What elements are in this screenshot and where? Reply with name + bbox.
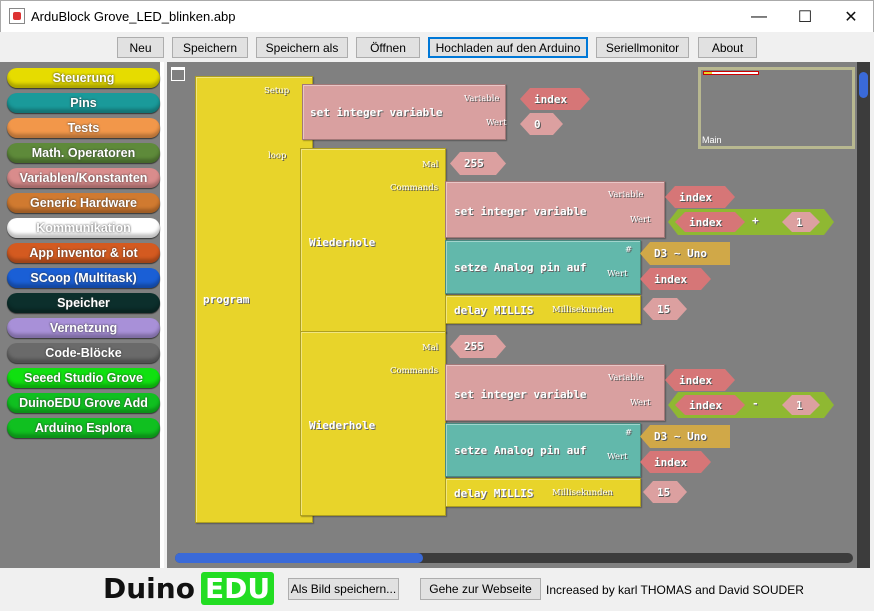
save-button[interactable]: Speichern — [172, 37, 248, 58]
new-button[interactable]: Neu — [117, 37, 164, 58]
variable-label: Variable — [608, 190, 644, 200]
pin-label: # — [625, 428, 633, 438]
number-pill[interactable]: 1 — [782, 395, 820, 415]
category-pins[interactable]: Pins — [7, 93, 160, 113]
variable-label: Variable — [464, 94, 500, 104]
setup-label: Setup — [264, 86, 290, 96]
footer: Duino EDU Als Bild speichern... Gehe zur… — [0, 568, 874, 611]
mal-label: Mal — [422, 160, 439, 170]
logo-text-duino: Duino — [103, 572, 195, 605]
operator-symbol: + — [752, 214, 759, 227]
category-variablen-konstanten[interactable]: Variablen/Konstanten — [7, 168, 160, 188]
credits-text: Increased by karl THOMAS and David SOUDE… — [546, 583, 804, 597]
pin-dropdown[interactable]: D3 ~ Uno — [640, 242, 730, 265]
block-label: delay MILLIS — [454, 487, 534, 500]
window-title: ArduBlock Grove_LED_blinken.abp — [31, 9, 236, 24]
variable-index-pill[interactable]: index — [665, 369, 735, 391]
maximize-button[interactable]: ☐ — [797, 8, 813, 26]
repeat-count-pill[interactable]: 255 — [450, 335, 506, 358]
serial-monitor-button[interactable]: Seriellmonitor — [596, 37, 689, 58]
workspace-canvas[interactable]: program Setup loop set integer variable … — [167, 62, 870, 568]
mal-label: Mal — [422, 343, 439, 353]
variable-index-pill[interactable]: index — [520, 88, 590, 110]
category-speicher[interactable]: Speicher — [7, 293, 160, 313]
save-as-button[interactable]: Speichern als — [256, 37, 348, 58]
upload-button[interactable]: Hochladen auf den Arduino — [428, 37, 588, 58]
wert-label: Wert — [607, 269, 628, 279]
horizontal-scrollbar[interactable] — [175, 553, 853, 563]
category-math-operatoren[interactable]: Math. Operatoren — [7, 143, 160, 163]
wert-label: Wert — [630, 215, 651, 225]
set-analog-pin-block[interactable] — [445, 423, 641, 477]
wert-label: Wert — [630, 398, 651, 408]
variable-index-pill[interactable]: index — [640, 451, 711, 473]
set-analog-pin-block[interactable] — [445, 240, 641, 294]
delay-millis-block[interactable] — [445, 295, 641, 324]
category-duinoedu-grove-add[interactable]: DuinoEDU Grove Add — [7, 393, 160, 413]
milliseconds-label: Millisekunden — [552, 488, 614, 498]
block-label: setze Analog pin auf — [454, 444, 587, 457]
wert-label: Wert — [486, 118, 507, 128]
number-pill[interactable]: 15 — [643, 481, 687, 503]
pin-dropdown[interactable]: D3 ~ Uno — [640, 425, 730, 448]
loop-label: loop — [268, 151, 287, 161]
repeat-label: Wiederhole — [309, 236, 376, 249]
number-pill[interactable]: 15 — [643, 298, 687, 320]
minimap-label: Main — [702, 135, 722, 145]
set-integer-variable-block[interactable] — [445, 181, 665, 238]
category-tests[interactable]: Tests — [7, 118, 160, 138]
about-button[interactable]: About — [698, 37, 757, 58]
repeat-count-pill[interactable]: 255 — [450, 152, 506, 175]
category-code-bl-cke[interactable]: Code-Blöcke — [7, 343, 160, 363]
open-button[interactable]: Öffnen — [356, 37, 420, 58]
variable-index-pill[interactable]: index — [665, 186, 735, 208]
minimize-button[interactable]: — — [751, 7, 767, 25]
category-generic-hardware[interactable]: Generic Hardware — [7, 193, 160, 213]
variable-index-pill[interactable]: index — [675, 395, 745, 415]
minimap-viewport — [703, 71, 759, 75]
pin-label: # — [625, 245, 633, 255]
go-to-website-button[interactable]: Gehe zur Webseite — [420, 578, 541, 600]
java-app-icon — [9, 8, 25, 24]
duinoedu-logo: Duino EDU — [103, 572, 275, 605]
category-seeed-studio-grove[interactable]: Seeed Studio Grove — [7, 368, 160, 388]
set-integer-variable-block[interactable] — [302, 84, 506, 140]
number-pill[interactable]: 1 — [782, 212, 820, 232]
commands-label: Commands — [390, 366, 439, 376]
program-label: program — [203, 293, 250, 306]
block-label: set integer variable — [310, 106, 443, 119]
block-label: setze Analog pin auf — [454, 261, 587, 274]
variable-index-pill[interactable]: index — [640, 268, 711, 290]
number-0-pill[interactable]: 0 — [520, 113, 563, 135]
wert-label: Wert — [607, 452, 628, 462]
variable-label: Variable — [608, 373, 644, 383]
delay-millis-block[interactable] — [445, 478, 641, 507]
category-scoop-multitask-[interactable]: SCoop (Multitask) — [7, 268, 160, 288]
set-integer-variable-block[interactable] — [445, 364, 665, 421]
operator-symbol: - — [752, 397, 759, 410]
category-arduino-esplora[interactable]: Arduino Esplora — [7, 418, 160, 438]
program-block[interactable] — [195, 76, 313, 523]
variable-index-pill[interactable]: index — [675, 212, 745, 232]
toolbar: Neu Speichern Speichern als Öffnen Hochl… — [0, 32, 874, 61]
category-app-inventor-iot[interactable]: App inventor & iot — [7, 243, 160, 263]
title-bar: ArduBlock Grove_LED_blinken.abp — ☐ ✕ — [0, 0, 874, 32]
repeat-label: Wiederhole — [309, 419, 376, 432]
category-vernetzung[interactable]: Vernetzung — [7, 318, 160, 338]
milliseconds-label: Millisekunden — [552, 305, 614, 315]
vertical-scrollbar[interactable] — [857, 62, 870, 568]
collapse-palette-icon[interactable] — [171, 67, 185, 81]
close-button[interactable]: ✕ — [844, 8, 858, 26]
save-as-image-button[interactable]: Als Bild speichern... — [288, 578, 399, 600]
block-label: delay MILLIS — [454, 304, 534, 317]
minimap[interactable]: Main — [698, 67, 855, 149]
block-label: set integer variable — [454, 388, 587, 401]
repeat-block[interactable] — [300, 331, 446, 516]
category-steuerung[interactable]: Steuerung — [7, 68, 160, 88]
logo-text-edu: EDU — [200, 572, 275, 605]
block-label: set integer variable — [454, 205, 587, 218]
commands-label: Commands — [390, 183, 439, 193]
category-kommunikation[interactable]: Kommunikation — [7, 218, 160, 238]
